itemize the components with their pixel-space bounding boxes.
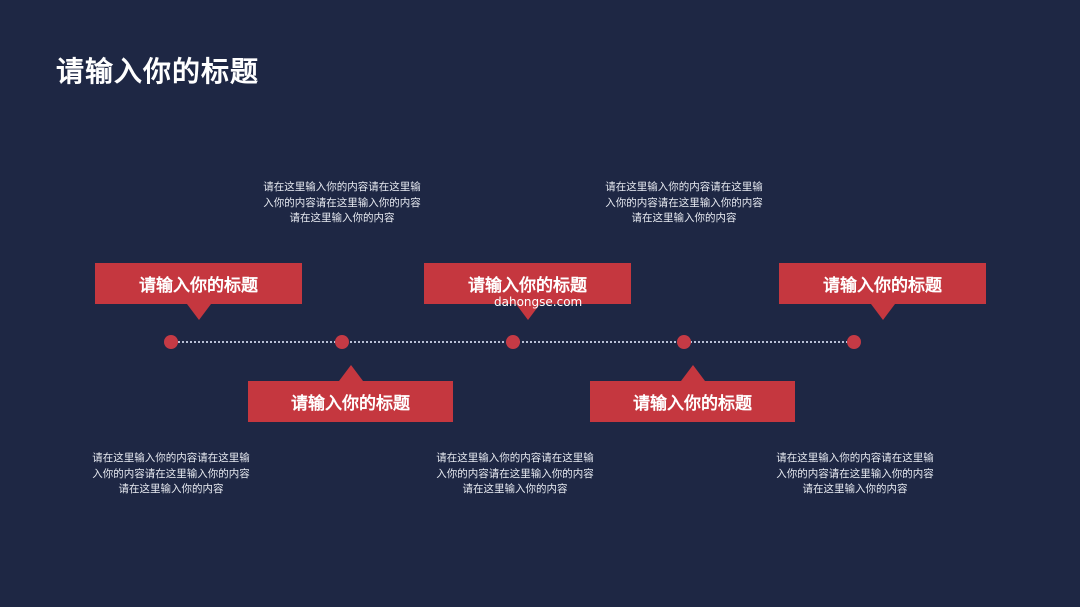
- step-2-desc-line-3: 请在这里输入你的内容: [289, 212, 395, 224]
- step-5-desc-line-3: 请在这里输入你的内容: [802, 483, 908, 495]
- step-1-desc-line-2: 入你的内容请在这里输入你的内容: [92, 467, 250, 480]
- step-4-description: 请在这里输入你的内容请在这里输 入你的内容请在这里输入你的内容 请在这里输入你的…: [594, 180, 774, 227]
- step-1-description: 请在这里输入你的内容请在这里输 入你的内容请在这里输入你的内容 请在这里输入你的…: [81, 451, 261, 498]
- step-3-description: 请在这里输入你的内容请在这里输 入你的内容请在这里输入你的内容 请在这里输入你的…: [425, 451, 605, 498]
- step-3-desc-line-2: 入你的内容请在这里输入你的内容: [436, 467, 594, 480]
- step-3-title[interactable]: 请输入你的标题: [424, 263, 631, 304]
- step-5-title[interactable]: 请输入你的标题: [779, 263, 986, 304]
- step-1-desc-line-1: 请在这里输入你的内容请在这里输: [92, 452, 250, 464]
- step-1-title[interactable]: 请输入你的标题: [95, 263, 302, 304]
- watermark-text: dahongse.com: [494, 295, 583, 309]
- step-2-desc-line-2: 入你的内容请在这里输入你的内容: [263, 196, 421, 209]
- timeline-dot-4: [677, 335, 691, 349]
- step-2-description: 请在这里输入你的内容请在这里输 入你的内容请在这里输入你的内容 请在这里输入你的…: [252, 180, 432, 227]
- step-4-title[interactable]: 请输入你的标题: [590, 381, 795, 422]
- step-3-desc-line-1: 请在这里输入你的内容请在这里输: [436, 452, 594, 464]
- timeline-dot-1: [164, 335, 178, 349]
- page-title: 请输入你的标题: [56, 55, 260, 88]
- step-2-title[interactable]: 请输入你的标题: [248, 381, 453, 422]
- step-2-desc-line-1: 请在这里输入你的内容请在这里输: [263, 181, 421, 193]
- step-4-desc-line-3: 请在这里输入你的内容: [631, 212, 737, 224]
- step-5-desc-line-1: 请在这里输入你的内容请在这里输: [776, 452, 934, 464]
- step-4-desc-line-1: 请在这里输入你的内容请在这里输: [605, 181, 763, 193]
- step-1-desc-line-3: 请在这里输入你的内容: [118, 483, 224, 495]
- timeline-dot-5: [847, 335, 861, 349]
- timeline-dot-3: [506, 335, 520, 349]
- step-5-desc-line-2: 入你的内容请在这里输入你的内容: [776, 467, 934, 480]
- step-3-desc-line-3: 请在这里输入你的内容: [462, 483, 568, 495]
- timeline-dot-2: [335, 335, 349, 349]
- step-4-desc-line-2: 入你的内容请在这里输入你的内容: [605, 196, 763, 209]
- step-5-description: 请在这里输入你的内容请在这里输 入你的内容请在这里输入你的内容 请在这里输入你的…: [765, 451, 945, 498]
